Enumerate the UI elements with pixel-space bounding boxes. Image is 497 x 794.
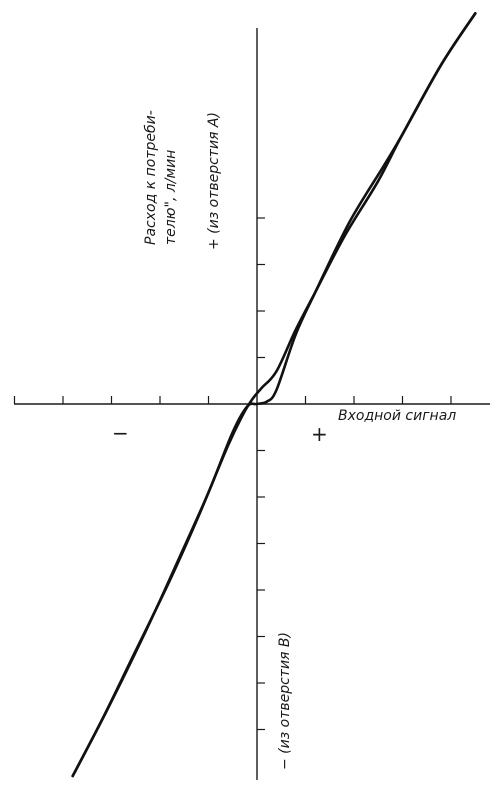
y-axis-label-line2: телю", л/мин [163,150,179,245]
flow-curves [71,12,477,778]
x-axis-label: Входной сигнал [338,408,456,424]
y-axis-label-line1: Расход к потреби- [143,110,159,245]
flow-curve-1 [71,12,477,778]
x-positive-label: + [311,422,328,446]
y-positive-label: + (из отверстия А) [206,112,222,250]
axis-ticks [13,217,452,731]
y-negative-label: − (из отверстия В) [277,632,293,770]
x-negative-label: − [112,421,129,445]
y-axis-label: Расход к потреби- телю", л/мин [143,110,179,245]
